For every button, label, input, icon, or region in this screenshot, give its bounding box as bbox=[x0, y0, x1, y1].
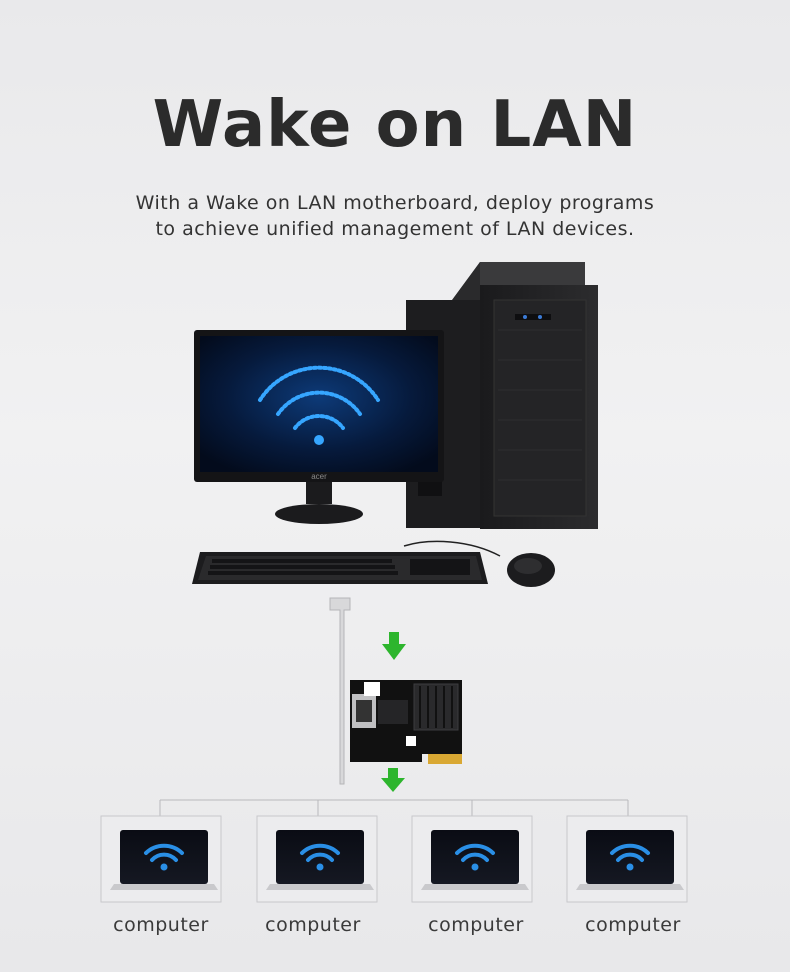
device-label: computer bbox=[265, 914, 361, 936]
subtitle-line-2: to achieve unified management of LAN dev… bbox=[155, 218, 635, 240]
arrow-down-icon bbox=[382, 632, 406, 660]
monitor-brand: acer bbox=[311, 472, 327, 481]
device-label: computer bbox=[113, 914, 209, 936]
device-label: computer bbox=[428, 914, 524, 936]
wifi-icon bbox=[144, 843, 184, 862]
wifi-icon bbox=[300, 843, 340, 862]
pcie-network-card bbox=[329, 597, 462, 785]
laptop-1 bbox=[100, 815, 222, 903]
monitor-wifi-icon bbox=[258, 365, 380, 430]
keyboard bbox=[192, 552, 488, 584]
subtitle-line-1: With a Wake on LAN motherboard, deploy p… bbox=[135, 192, 655, 214]
page-subtitle: With a Wake on LAN motherboard, deploy p… bbox=[0, 190, 790, 242]
monitor: acer bbox=[194, 330, 444, 524]
mouse bbox=[403, 540, 555, 587]
pc-tower bbox=[406, 262, 598, 529]
network-lines bbox=[159, 799, 629, 816]
laptop-4 bbox=[566, 815, 688, 903]
wifi-icon bbox=[610, 843, 650, 862]
wifi-icon bbox=[455, 843, 495, 862]
laptop-3 bbox=[411, 815, 533, 903]
arrow-down-icon bbox=[381, 768, 405, 792]
page-title: Wake on LAN bbox=[152, 88, 638, 162]
laptop-2 bbox=[256, 815, 378, 903]
device-label: computer bbox=[585, 914, 681, 936]
